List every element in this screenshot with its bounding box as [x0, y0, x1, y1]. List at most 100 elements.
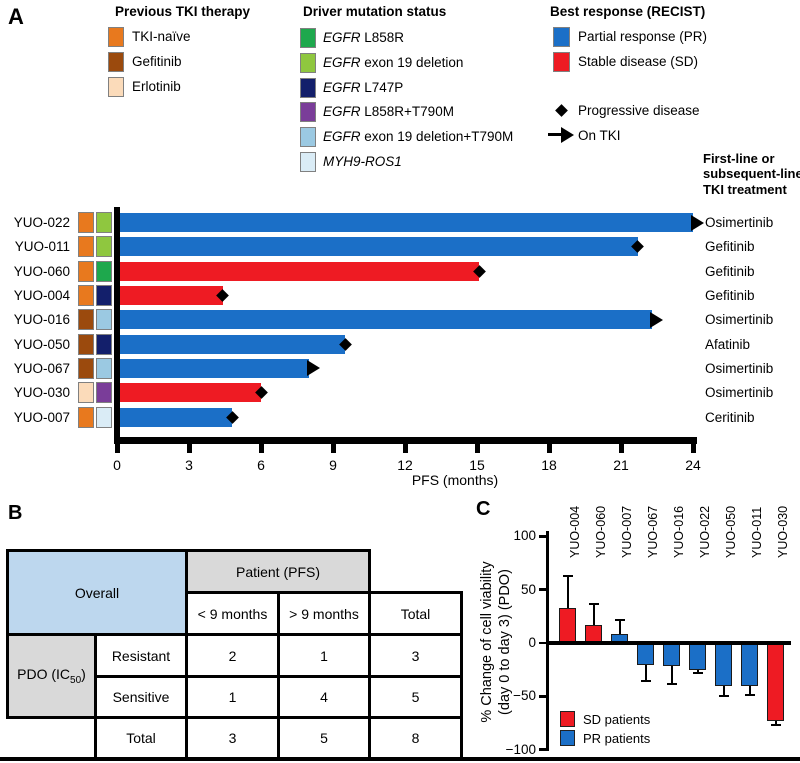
table-cell-resistant: Resistant [94, 633, 188, 678]
x-axis-tick [618, 444, 624, 453]
row-swatch-previous-tki [78, 212, 94, 233]
legend-label-mutation: EGFR exon 19 deletion+T790M [323, 129, 513, 144]
table-empty-corner-top [370, 551, 462, 593]
row-swatch-mutation [96, 212, 112, 233]
treatment-label: Osimertinib [705, 360, 774, 376]
y-axis-tick [539, 695, 548, 698]
header-line-3: TKI treatment [703, 181, 787, 197]
row-swatch-mutation [96, 260, 112, 282]
error-bar-cap [770, 724, 781, 727]
pfs-bar [120, 261, 480, 281]
pfs-bar [120, 358, 309, 378]
table-cell-sensitive-lt9: 1 [185, 675, 280, 719]
pfs-bar [120, 407, 233, 427]
legend-label-previous-tki: Erlotinib [132, 79, 181, 94]
mutation-detail: L858R+T790M [360, 104, 454, 120]
error-bar-line [644, 665, 647, 682]
y-axis-tick-label: −50 [513, 688, 536, 704]
gene-name: EGFR [323, 104, 361, 120]
legend-label-response: Partial response (PR) [578, 29, 708, 44]
patient-label: YUO-007 [13, 409, 70, 425]
legend-swatch-egfr_l858r [300, 28, 316, 48]
row-swatch-mutation [96, 406, 112, 428]
error-bar-line [696, 669, 699, 673]
legend-title-driver-mutation: Driver mutation status [303, 4, 447, 19]
mutation-detail: L858R [360, 30, 405, 45]
treatment-label: Afatinib [705, 336, 751, 352]
panel-a-letter: A [8, 4, 24, 29]
pfs-bar [120, 383, 261, 403]
legend-label-previous-tki: Gefitinib [132, 54, 182, 69]
patient-label: YUO-016 [13, 312, 70, 328]
table-empty-corner-bottom [8, 718, 96, 759]
pfs-y-axis-line [114, 207, 120, 444]
first-line-tki-treatment-header: First-line or subsequent-line TKI treatm… [703, 151, 800, 197]
legend-swatch-tki_naive [108, 27, 124, 47]
table-cell-total-row: Total [94, 716, 188, 760]
row-swatch-previous-tki [78, 309, 94, 331]
pfs-bar [120, 213, 693, 232]
error-bar-cap [562, 574, 573, 577]
row-swatch-mutation [96, 236, 112, 258]
legend-label-mutation: MYH9-ROS1 [323, 154, 402, 169]
table-cell-resistant-total: 3 [368, 633, 463, 678]
y-axis-tick [539, 748, 548, 751]
progressive-disease-diamond-icon [555, 104, 568, 117]
on-tki-arrow-marker [307, 360, 320, 377]
row-swatch-previous-tki [78, 260, 94, 282]
category-label: YUO-004 [567, 505, 582, 558]
progressive-disease-label: Progressive disease [578, 103, 700, 118]
mutation-detail: exon 19 deletion+T790M [360, 129, 514, 145]
row-swatch-mutation [96, 357, 112, 379]
gene-name: EGFR [323, 54, 361, 70]
legend-label-response: Stable disease (SD) [578, 54, 699, 69]
category-label: YUO-030 [775, 505, 790, 558]
category-label: YUO-050 [723, 505, 738, 558]
x-axis-tick-label: 15 [469, 457, 485, 473]
gene-name: MYH9-ROS1 [323, 154, 402, 169]
error-bar-line [670, 666, 673, 684]
pdo-pfs-contingency-table: Overall Patient (PFS) < 9 months > 9 mon… [6, 549, 463, 760]
panel-c-letter: C [476, 498, 491, 520]
error-bar-cap [718, 695, 729, 698]
patient-label: YUO-060 [13, 263, 70, 279]
viability-y-axis-line [545, 531, 549, 751]
error-bar-line [722, 685, 725, 697]
patient-label: YUO-011 [14, 239, 70, 255]
x-axis-tick [690, 444, 696, 453]
viability-bar [741, 643, 758, 686]
x-axis-tick [474, 444, 480, 453]
error-bar-line [774, 720, 777, 726]
error-bar-cap [666, 682, 677, 685]
viability-bar [767, 643, 784, 721]
viability-bar [637, 643, 654, 666]
patient-label: YUO-022 [13, 215, 70, 230]
table-cell-pdo-ic50: PDO (IC50) [6, 633, 97, 719]
treatment-label: Osimertinib [705, 312, 774, 328]
error-bar-cap [614, 618, 625, 621]
y-axis-tick-label: 0 [528, 635, 536, 650]
error-bar-line [618, 619, 621, 635]
table-cell-total-lt9: 3 [185, 716, 280, 760]
treatment-label: Gefitinib [705, 263, 755, 279]
table-cell-resistant-lt9: 2 [185, 633, 280, 678]
category-label: YUO-060 [593, 505, 608, 558]
table-cell-total-header: Total [368, 591, 463, 636]
row-swatch-mutation [96, 333, 112, 355]
x-axis-tick [546, 444, 552, 453]
y-axis-tick [539, 588, 548, 591]
ylabel-line-1: % Change of cell viability [479, 561, 495, 723]
legend-swatch-sd_red [553, 52, 570, 72]
y-axis-tick [539, 535, 548, 538]
error-bar-line [592, 603, 595, 625]
legend-swatch-egfr_l858r_t790m [300, 102, 316, 123]
table-cell-resistant-gt9: 1 [277, 633, 371, 678]
y-axis-tick-label: 50 [520, 581, 536, 597]
legend-swatch-myh9_ros1 [300, 152, 316, 172]
row-swatch-mutation [96, 284, 112, 306]
error-bar-cap [744, 694, 755, 697]
mutation-detail: L747P [360, 79, 404, 95]
x-axis-tick-label: 18 [541, 457, 557, 473]
table-cell-sensitive: Sensitive [94, 675, 188, 719]
legend-label-mutation: EGFR L747P [323, 80, 403, 95]
